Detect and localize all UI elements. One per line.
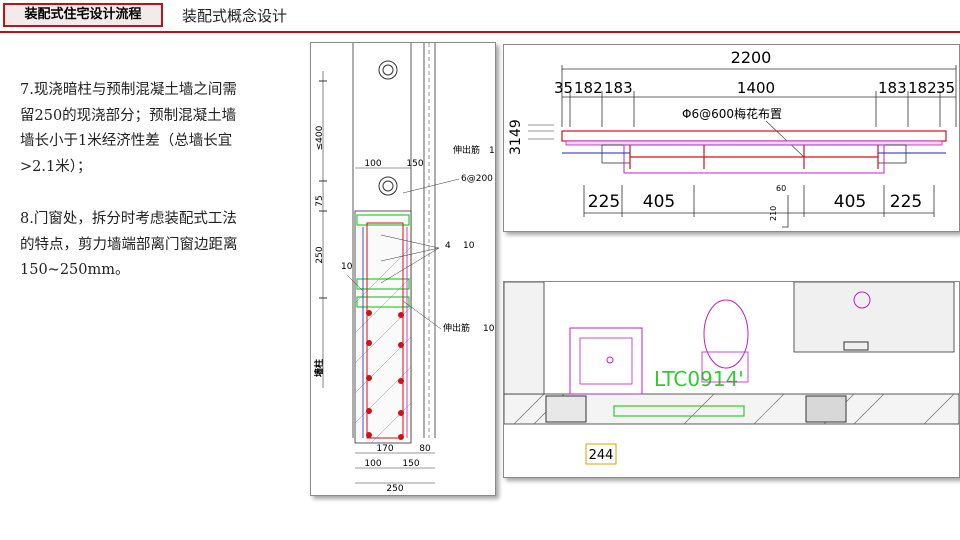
dim-250: 250 [315,246,325,263]
paragraph-7: 7.现浇暗柱与预制混凝土墙之间需 留250的现浇部分；预制混凝土墙 墙长小于1米… [20,82,237,175]
dim-top-4: 183 [878,79,907,97]
dim-150: 150 [406,159,423,169]
body-text: 7.现浇暗柱与预制混凝土墙之间需 留250的现浇部分；预制混凝土墙 墙长小于1米… [20,78,305,284]
label-rebar-bottom-num: 10 [483,324,495,334]
drawing-wall-section: ≤400 75 250 墙柱 100 150 伸出筋 1 6@200 [310,42,496,496]
plan-dims-svg: 2200 35 182 183 1400 183 182 35 Φ6@600梅花… [504,45,959,231]
dim-left-1: 49 [508,119,524,137]
label-rebar-top-num: 1 [489,146,495,156]
dim-top-1: 182 [574,79,603,97]
dim-bottom-1: 405 [643,192,675,212]
dim-244: 244 [589,448,614,463]
dim-80: 80 [419,444,431,454]
label-rebar-bottom: 伸出筋 [443,322,470,334]
label-bar-count: 4 [445,241,451,251]
window-label: LTC0914' [654,367,744,391]
bathroom-plan-svg: LTC0914' 244 [504,282,959,477]
label-rebar-top: 伸出筋 [453,144,480,156]
header: 装配式住宅设计流程 装配式概念设计 [0,0,960,33]
dim-100: 100 [364,159,381,169]
section-tag: 装配式住宅设计流程 [3,3,163,27]
dim-top-5: 182 [908,79,937,97]
dim-bottom-2: 405 [834,192,866,212]
dim-75: 75 [315,195,325,206]
dim-bottom-3: 225 [890,192,922,212]
dim-100b: 100 [364,459,381,469]
dim-top-3: 1400 [737,79,775,97]
wall-section-svg: ≤400 75 250 墙柱 100 150 伸出筋 1 6@200 [311,43,495,495]
label-bar-num: 10 [463,241,475,251]
dim-mid-0: 60 [776,184,786,193]
header-rule [0,31,960,33]
dim-150b: 150 [402,459,419,469]
dim-250b: 250 [386,484,403,494]
drawing-plan-dims: 2200 35 182 183 1400 183 182 35 Φ6@600梅花… [503,44,960,232]
dim-left-0: 31 [508,137,524,155]
dim-top-0: 35 [554,79,573,97]
dim-bottom-0: 225 [588,192,620,212]
dim-top-2: 183 [604,79,633,97]
dim-170: 170 [376,444,393,454]
label-stirrup: 6@200 [461,174,493,184]
dim-10: 10 [341,262,353,272]
plan-note: Φ6@600梅花布置 [682,106,782,121]
paragraph-8: 8.门窗处，拆分时考虑装配式工法 的特点，剪力墙端部离门窗边距离 150~250… [20,211,238,278]
dim-mid-1: 210 [769,206,778,221]
dim-total: 2200 [731,48,772,67]
drawing-bathroom-plan: LTC0914' 244 [503,281,960,478]
label-side: 墙柱 [313,359,325,377]
dim-400: ≤400 [315,125,325,150]
dim-top-6: 35 [936,79,955,97]
slide-title: 装配式概念设计 [182,7,288,25]
